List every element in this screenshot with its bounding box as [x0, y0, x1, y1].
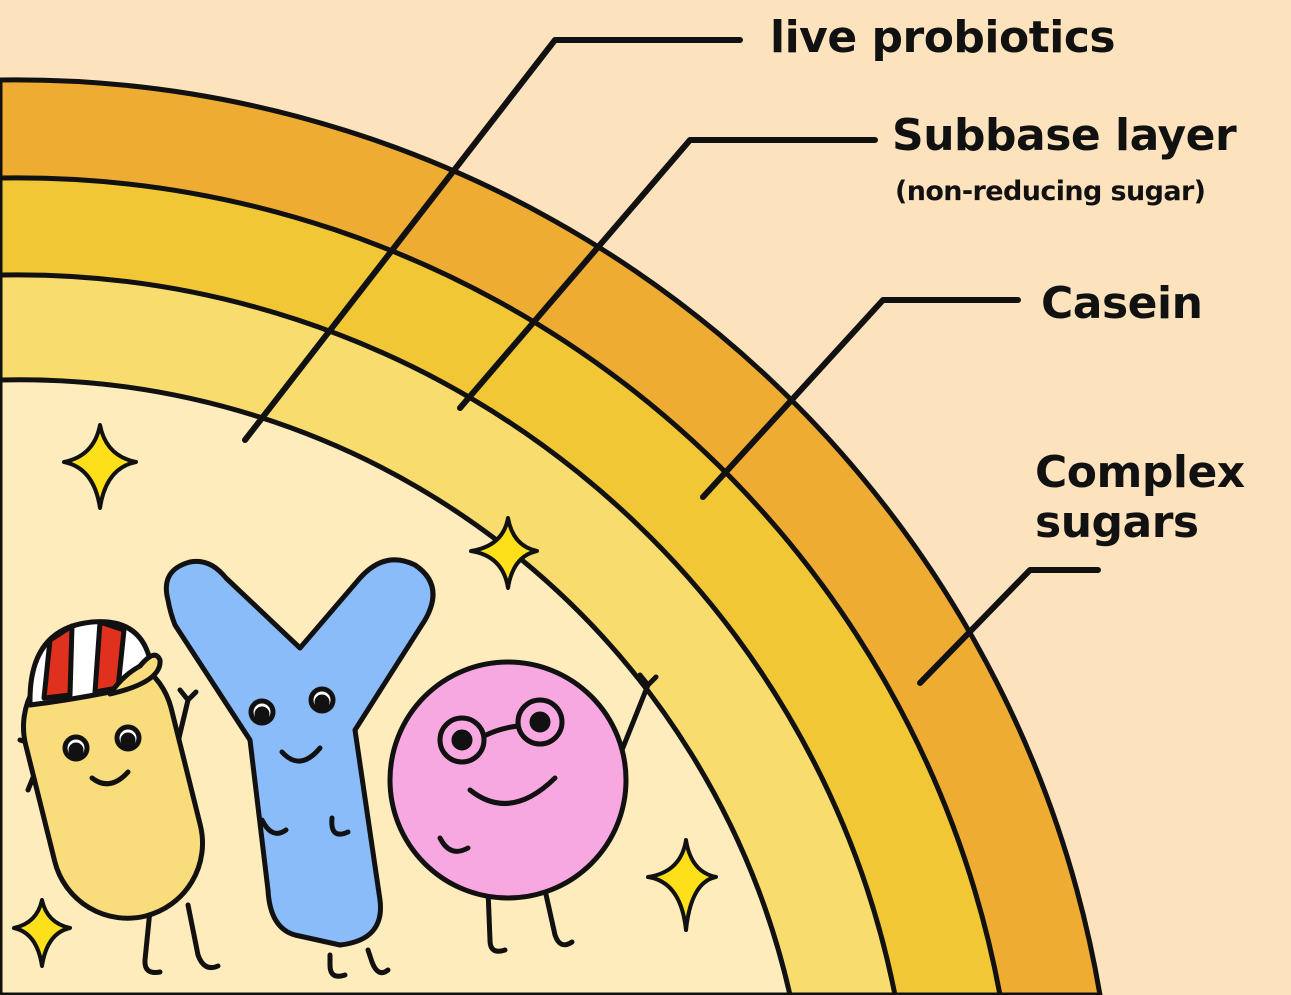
- sparkle-icon: [646, 838, 718, 932]
- sparkle-icon: [469, 516, 539, 590]
- label-complex-sugars: Complex sugars: [1035, 448, 1245, 548]
- sparkle-icon: [62, 423, 138, 510]
- label-complex-line1: Complex: [1035, 447, 1245, 498]
- label-complex-line2: sugars: [1035, 497, 1199, 548]
- label-live-probiotics: live probiotics: [770, 12, 1116, 63]
- leader-line-probiotics: [242, 37, 743, 443]
- sparkles: [12, 423, 718, 968]
- striped-cap-icon: [27, 619, 163, 708]
- label-non-reducing-sugar: (non-reducing sugar): [895, 176, 1206, 207]
- leader-line-subbase: [457, 137, 878, 411]
- sparkle-icon: [12, 898, 72, 968]
- leader-line-casein: [700, 297, 1021, 500]
- blue-y-bacterium-icon: [163, 557, 436, 979]
- leader-line-complex-sugars: [917, 567, 1101, 686]
- pink-coccus-icon: [387, 659, 659, 954]
- label-subbase-layer: Subbase layer: [892, 110, 1237, 161]
- yellow-bacterium-icon: [17, 619, 221, 975]
- label-casein: Casein: [1041, 278, 1203, 329]
- leader-lines: [242, 37, 1101, 686]
